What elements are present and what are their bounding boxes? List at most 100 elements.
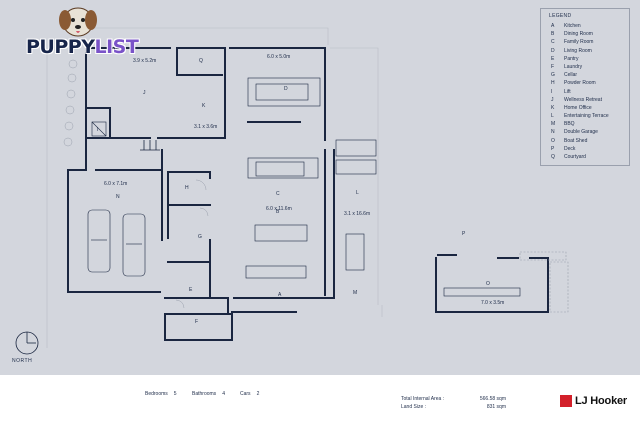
legend-item-label: Deck [564,145,576,152]
legend-item: H Powder Room [551,80,627,88]
legend-item-code: H [551,80,555,87]
room-label-h: H [185,185,189,191]
land-size-label: Land Size : [401,404,427,410]
dimension-living-room: 6.0 x 5.0m [267,54,290,60]
legend-item-label: Pantry [564,55,579,62]
legend-item-code: I [551,88,553,95]
bedrooms-stat: Bedrooms 5 [145,391,177,397]
dimension-boat-shed: 7.0 x 3.5m [481,300,504,306]
legend-item-label: Wellness Retreat [564,96,602,103]
room-label-k: K [202,103,206,109]
legend-item-code: O [551,137,555,144]
legend-item: O Boat Shed [551,138,627,146]
land-size-row: Land Size : 831 sqm [401,404,506,412]
room-label-c: C [276,191,280,197]
bedrooms-label: Bedrooms [145,391,168,397]
cars-value: 2 [256,391,260,397]
internal-area-row: Total Internal Area : 566.58 sqm [401,396,506,404]
dimension-wellness-retreat: 3.9 x 5.2m [133,58,156,64]
legend-item: B Dining Room [551,31,627,39]
floor-plan: A B C D E F G H I J K L M N O P Q 3.9 x … [46,27,569,348]
legend-item-label: Courtyard [564,154,586,160]
legend-item-code: A [551,23,555,29]
room-label-a: A [278,292,282,298]
room-label-i: I [97,127,98,133]
legend-item-code: M [551,121,556,128]
legend-item-label: BBQ [564,121,575,128]
dog-icon [59,7,97,37]
agency-mark-icon [560,395,572,407]
internal-area-label: Total Internal Area : [401,396,445,402]
cars-label: Cars [240,391,251,397]
legend-item: I Lift [551,89,627,97]
legend-item: E Pantry [551,56,627,64]
puppy-list-logo: PUPPYLIST [12,6,139,58]
legend-item-code: L [551,113,554,120]
legend-item-code: E [551,55,555,62]
legend-item-code: P [551,145,555,152]
legend-item-label: Cellar [564,72,578,79]
room-label-q: Q [199,58,203,64]
legend-item-label: Double Garage [564,129,598,136]
room-label-j: J [143,90,146,96]
legend-item-label: Lift [564,88,571,95]
agency-name: LJ Hooker [575,395,627,407]
legend-item-label: Home Office [564,104,592,111]
room-label-b: B [276,209,280,215]
legend-item-code: J [551,96,554,103]
legend-item-label: Entertaining Terrace [564,113,609,120]
agency-logo: LJ Hooker [560,393,627,409]
bathrooms-value: 4 [222,391,225,397]
logo-wordmark: PUPPYLIST [26,36,139,58]
dimension-entertaining-terrace: 3.1 x 16.6m [344,211,370,217]
room-label-d: D [284,86,288,92]
room-label-f: F [195,319,198,325]
logo-text-list: LIST [94,36,139,58]
hedge-trees [63,59,78,147]
swing-doors [175,179,209,309]
legend-item-code: C [551,39,555,46]
cars-stat: Cars 2 [240,391,259,397]
legend-item-label: Boat Shed [564,137,588,144]
legend-item: P Deck [551,146,627,154]
bathrooms-label: Bathrooms [192,391,217,397]
logo-text-puppy: PUPPY [26,36,95,58]
room-label-p: P [462,231,466,237]
legend-item-label: Powder Room [564,80,596,87]
legend-item-code: B [551,31,555,38]
room-label-n: N [116,194,120,200]
legend-item-label: Family Room [564,39,594,46]
room-labels: A B C D E F G H I J K L M N O P Q [97,58,490,325]
legend-item: C Family Room [551,39,627,47]
dimension-family-dining: 6.0 x 11.6m [266,206,292,212]
north-arrow-icon [15,331,39,355]
legend-item-code: Q [551,154,555,160]
fixtures [87,77,569,313]
site-boundary [46,27,383,348]
dimension-home-office: 3.1 x 3.6m [194,124,217,130]
legend-item: L Entertaining Terrace [551,113,627,121]
land-size-value: 831 sqm [486,404,506,410]
room-label-l: L [356,190,359,196]
north-label: NORTH [12,358,33,364]
legend-item-label: Laundry [564,63,583,70]
room-label-g: G [198,234,202,240]
bedrooms-value: 5 [173,391,177,397]
room-label-o: O [486,281,490,287]
legend-item-code: D [551,47,555,54]
internal-area-value: 566.58 sqm [479,396,506,402]
legend-item-code: K [551,104,555,111]
room-label-e: E [189,287,193,293]
legend-item: K Home Office [551,105,627,113]
walls [67,47,549,341]
legend-item-code: N [551,129,555,136]
bathrooms-stat: Bathrooms 4 [192,391,225,397]
legend-item-label: Dining Room [564,31,593,38]
room-dimensions: 3.9 x 5.2m 6.0 x 5.0m 3.1 x 3.6m 6.0 x 7… [104,54,504,306]
legend-item: Q Courtyard [551,154,627,162]
